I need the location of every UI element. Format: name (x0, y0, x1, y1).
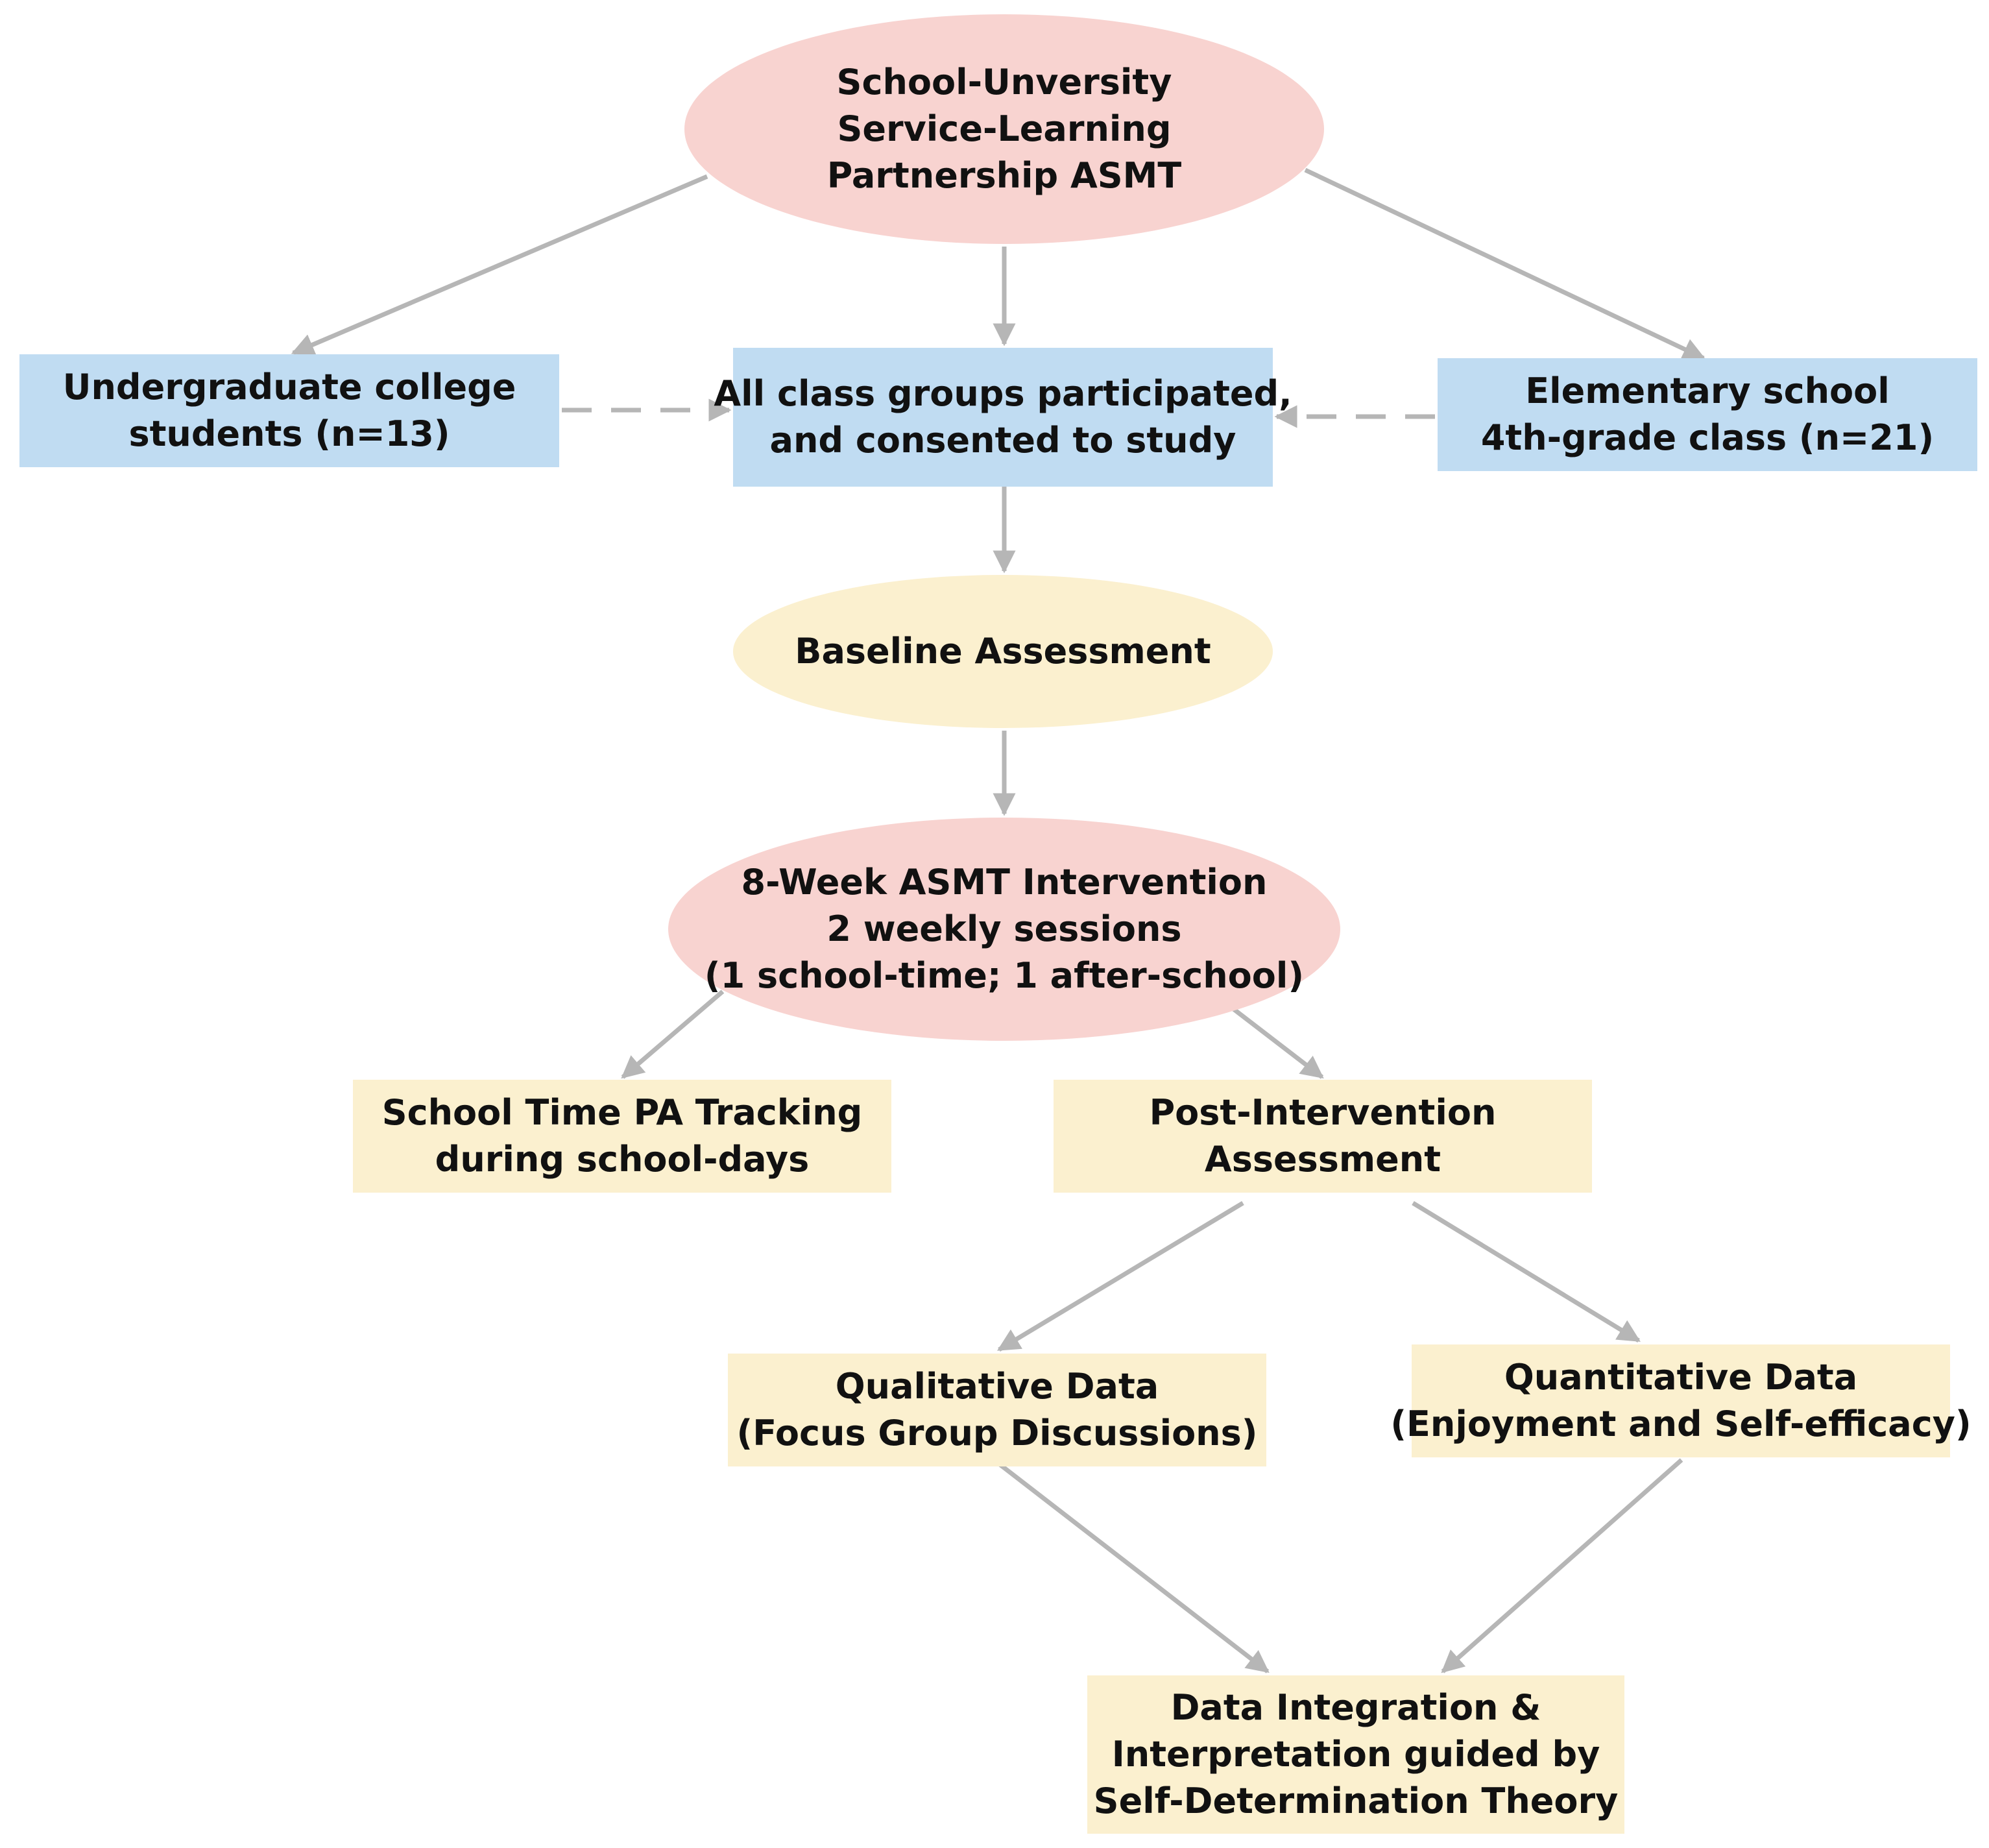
qualitative-line-1: Qualitative Data (835, 1366, 1159, 1407)
pa-tracking-node: School Time PA Tracking during school-da… (353, 1080, 891, 1193)
undergrad-line-1: Undergraduate college (62, 367, 516, 407)
post-assessment-line-1: Post-Intervention (1149, 1092, 1497, 1133)
intervention-node: 8-Week ASMT Intervention 2 weekly sessio… (668, 818, 1340, 1041)
all-groups-node: All class groups participated, and conse… (714, 348, 1292, 487)
elementary-line-1: Elementary school (1525, 371, 1890, 411)
quantitative-line-2: (Enjoyment and Self-efficacy) (1390, 1404, 1971, 1444)
arrow-intervention-to-post-assessment (1231, 1006, 1324, 1079)
baseline-node: Baseline Assessment (733, 575, 1273, 728)
undergrad-node: Undergraduate college students (n=13) (19, 354, 559, 467)
arrow-post-assessment-to-quantitative (1412, 1201, 1641, 1343)
partnership-line-1: School-Unversity (836, 62, 1172, 103)
integration-line-2: Interpretation guided by (1111, 1734, 1600, 1775)
quantitative-node: Quantitative Data (Enjoyment and Self-ef… (1390, 1344, 1971, 1457)
all-groups-line-1: All class groups participated, (714, 373, 1292, 414)
arrow-partnership-to-elementary (1304, 167, 1706, 361)
qualitative-node: Qualitative Data (Focus Group Discussion… (728, 1354, 1266, 1466)
pa-tracking-line-1: School Time PA Tracking (381, 1092, 863, 1133)
intervention-line-2: 2 weekly sessions (826, 908, 1182, 949)
all-groups-line-2: and consented to study (769, 420, 1236, 461)
arrow-post-assessment-to-qualitative (997, 1201, 1244, 1352)
quantitative-line-1: Quantitative Data (1504, 1357, 1858, 1398)
arrow-quantitative-to-integration (1441, 1458, 1683, 1673)
partnership-line-2: Service-Learning (837, 108, 1172, 149)
pa-tracking-line-2: during school-days (435, 1139, 810, 1180)
arrow-qualitative-to-integration (997, 1462, 1270, 1673)
partnership-line-3: Partnership ASMT (826, 155, 1182, 196)
integration-line-1: Data Integration & (1170, 1687, 1541, 1728)
baseline-line-1: Baseline Assessment (795, 631, 1211, 672)
arrow-intervention-to-pa-tracking (621, 990, 725, 1079)
qualitative-line-2: (Focus Group Discussions) (736, 1413, 1258, 1453)
elementary-node: Elementary school 4th-grade class (n=21) (1438, 358, 1977, 471)
integration-node: Data Integration & Interpretation guided… (1087, 1675, 1624, 1834)
post-assessment-line-2: Assessment (1204, 1139, 1441, 1180)
partnership-node: School-Unversity Service-Learning Partne… (684, 14, 1324, 244)
integration-line-3: Self-Determination Theory (1093, 1781, 1619, 1821)
elementary-line-2: 4th-grade class (n=21) (1480, 417, 1935, 458)
intervention-line-3: (1 school-time; 1 after-school) (704, 955, 1305, 996)
undergrad-line-2: students (n=13) (128, 413, 450, 454)
post-assessment-node: Post-Intervention Assessment (1054, 1080, 1592, 1193)
intervention-line-1: 8-Week ASMT Intervention (741, 862, 1268, 903)
arrow-partnership-to-undergrad (291, 174, 708, 356)
